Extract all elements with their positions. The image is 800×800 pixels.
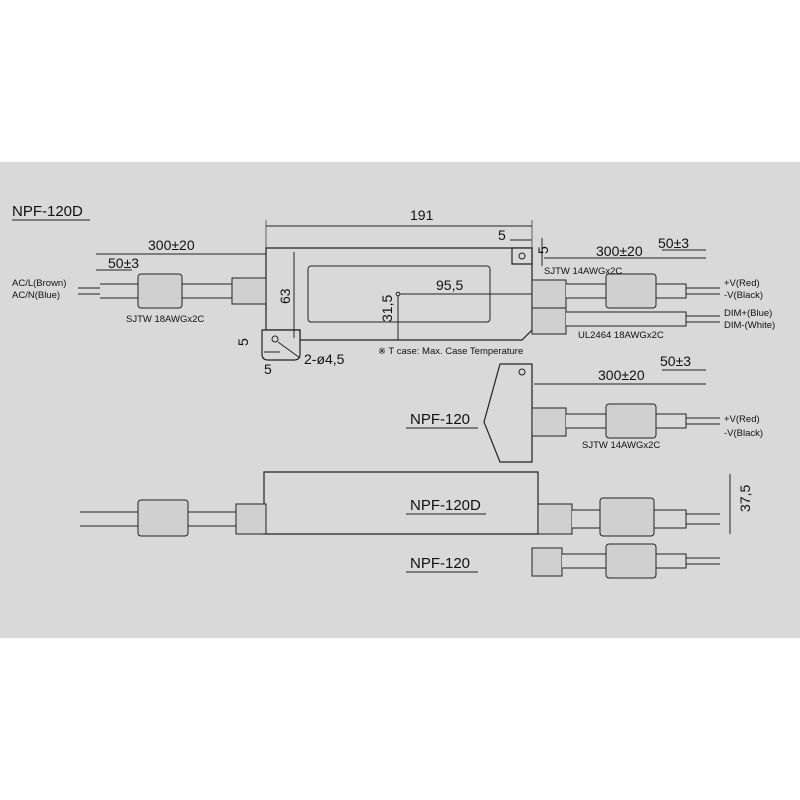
ac-strain-relief [231,277,267,305]
lower-connector [605,543,657,579]
hole-label: 2-ø4,5 [304,351,345,367]
out-cable-dim [566,311,687,327]
dim-63: 63 [277,288,293,304]
model-label-top: NPF-120D [12,203,83,220]
mount-hole-right [518,252,526,260]
tcase-note: ※ T case: Max. Case Temperature [378,346,523,357]
dim-300-left: 300±20 [148,237,195,253]
model-label-side: NPF-120 [410,555,470,572]
model-label-side-d: NPF-120D [410,497,481,514]
ac-n-label: AC/N(Blue) [12,290,60,301]
dim-5-hole-h: 5 [264,361,272,377]
dim-31-5: 31,5 [379,295,395,322]
dim-5-top: 5 [498,227,506,243]
dim-37-5: 37,5 [737,485,753,512]
dim-5-hole-v: 5 [235,338,251,346]
sjtw-18-label: SJTW 18AWGx2C [126,314,204,325]
mount-hole-left [271,335,279,343]
out-strain-relief-power [531,279,567,309]
vplus-mid-label: +V(Red) [724,414,760,425]
side-ac-strain-relief [235,503,267,535]
model-label-mid: NPF-120 [410,411,470,428]
dim-50-mid: 50±3 [660,353,691,369]
dim-300-right: 300±20 [596,243,643,259]
mid-strain-relief [531,407,567,437]
side-out-connector [599,497,655,537]
tcase-point [395,291,401,297]
dim-300-mid: 300±20 [598,367,645,383]
housing-side-view [263,471,539,535]
sjtw-14-mid-label: SJTW 14AWGx2C [582,440,660,451]
dim-191: 191 [410,207,434,223]
dim-5-top-v: 5 [535,246,551,254]
dim-minus-label: DIM-(White) [724,320,775,331]
mount-hole-mid [518,368,526,376]
ac-l-label: AC/L(Brown) [12,278,66,289]
side-ac-connector [137,499,189,537]
vminus-top-label: -V(Black) [724,290,763,301]
mounting-ear-right [511,247,533,265]
vplus-top-label: +V(Red) [724,278,760,289]
dim-50-right: 50±3 [658,235,689,251]
dim-plus-label: DIM+(Blue) [724,308,772,319]
ac-connector [137,273,183,309]
mid-connector [605,403,657,439]
side-out-strain-relief [537,503,573,535]
hole-leader [277,341,301,359]
sjtw-14-top-label: SJTW 14AWGx2C [544,266,622,277]
dim-50-left: 50±3 [108,255,139,271]
out-strain-relief-dim [531,307,567,335]
ul2464-label: UL2464 18AWGx2C [578,330,664,341]
housing-npf120-partial [483,363,533,463]
vminus-mid-label: -V(Black) [724,428,763,439]
lower-strain-relief [531,547,563,577]
out-connector-power [605,273,657,309]
dim-95-5: 95,5 [436,277,463,293]
mechanical-drawing: NPF-120D 191 63 31,5 95,5 5 5 5 5 2-ø4,5… [0,162,800,638]
